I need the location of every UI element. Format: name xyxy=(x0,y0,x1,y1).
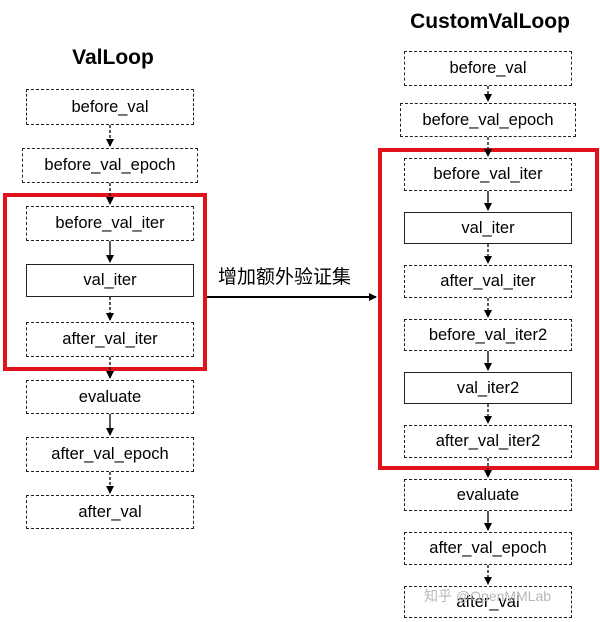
left-step-before-val-epoch: before_val_epoch xyxy=(22,148,198,183)
right-step-after-val-iter2: after_val_iter2 xyxy=(404,425,572,458)
right-step-after-val-epoch: after_val_epoch xyxy=(404,532,572,565)
left-step-val-iter: val_iter xyxy=(26,264,194,297)
watermark-text: 知乎 @OpenMMLab xyxy=(424,588,552,604)
left-iteration-highlight-frame xyxy=(3,193,207,371)
right-step-val-iter: val_iter xyxy=(404,212,572,244)
connector-label: 增加额外验证集 xyxy=(218,267,352,288)
right-step-after-val: after_val xyxy=(404,586,572,618)
left-step-evaluate: evaluate xyxy=(26,380,194,414)
right-step-after-val-iter: after_val_iter xyxy=(404,265,572,298)
left-step-before-val-iter: before_val_iter xyxy=(26,206,194,241)
right-step-before-val: before_val xyxy=(404,51,572,86)
left-step-after-val: after_val xyxy=(26,495,194,529)
left-diagram-title: ValLoop xyxy=(72,46,154,69)
right-step-before-val-iter2: before_val_iter2 xyxy=(404,319,572,351)
left-step-after-val-iter: after_val_iter xyxy=(26,322,194,357)
right-step-val-iter2: val_iter2 xyxy=(404,372,572,404)
right-step-before-val-epoch: before_val_epoch xyxy=(400,103,576,137)
right-step-evaluate: evaluate xyxy=(404,479,572,511)
right-diagram-title: CustomValLoop xyxy=(410,10,570,33)
left-step-after-val-epoch: after_val_epoch xyxy=(26,437,194,472)
left-step-before-val: before_val xyxy=(26,89,194,125)
right-step-before-val-iter: before_val_iter xyxy=(404,158,572,191)
